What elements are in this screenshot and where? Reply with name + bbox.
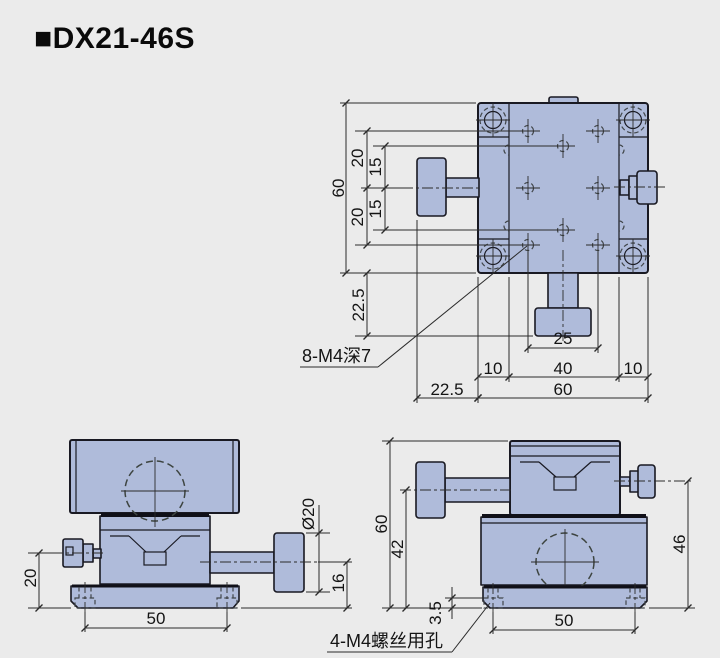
- dim-mid-span: 40: [554, 359, 573, 378]
- left-adjuster-shaft: [92, 548, 102, 559]
- dovetail-mark: [100, 529, 210, 566]
- drive-shaft: [209, 551, 275, 574]
- dim-right-axis-height: 46: [670, 535, 689, 554]
- dim-inset-left: 10: [484, 359, 503, 378]
- left-knob: [416, 157, 447, 217]
- upper-block: [509, 440, 621, 516]
- right-knob: [636, 170, 658, 205]
- base-plate: [482, 586, 648, 609]
- dim-counterbore-depth: 3.5: [426, 601, 445, 625]
- drive-knob: [273, 532, 305, 593]
- label-m4-holes: 8-M4深7: [302, 346, 371, 366]
- dim-hole-spacing: 50: [147, 609, 166, 628]
- top-view-dimension-lines: [342, 99, 652, 402]
- dim-total-height: 60: [372, 515, 391, 534]
- top-view: 60 20 15 15 20 22.5 25 10 40 10 60 22.5 …: [300, 96, 666, 403]
- dim-row20-bottom: 20: [348, 208, 367, 227]
- base-hole-hidden: [625, 583, 646, 614]
- front-view: 20 50 Ø20 16: [21, 439, 352, 632]
- left-knob-shaft: [445, 177, 480, 198]
- dim-total-height: 60: [329, 179, 348, 198]
- dim-hole-spacing: 50: [555, 611, 574, 630]
- m4-holes: [516, 119, 610, 257]
- base-plate: [70, 585, 240, 609]
- dim-axis-height: 16: [329, 574, 348, 593]
- dovetail-mark: [510, 455, 620, 491]
- right-knob-stem: [619, 179, 630, 196]
- base-hole-hidden: [74, 582, 96, 613]
- lower-block: [480, 516, 648, 586]
- top-view-extension-lines: [340, 102, 649, 403]
- right-adjuster-knob: [637, 464, 656, 499]
- dim-knob-diameter: Ø20: [299, 498, 318, 530]
- corner-hole: [616, 103, 650, 137]
- corner-hole: [476, 103, 510, 137]
- base-hole-hidden: [216, 582, 238, 613]
- dim-inset-right: 10: [624, 359, 643, 378]
- label-mount-holes: 4-M4螺丝用孔: [330, 631, 443, 651]
- dim-axis-to-base: 20: [21, 569, 40, 588]
- top-plate: [69, 439, 240, 514]
- side-view: 60 42 46 3.5 50 4-M4螺丝用孔: [327, 437, 695, 653]
- dim-left-axis-height: 42: [388, 540, 407, 559]
- corner-hole: [616, 239, 650, 273]
- dim-total-width: 60: [554, 380, 573, 399]
- dim-row15-top: 15: [366, 158, 385, 177]
- dim-hole-cols: 25: [554, 329, 573, 348]
- corner-hole: [476, 239, 510, 273]
- dim-knob-offset-h: 22.5: [430, 380, 463, 399]
- dim-row20-top: 20: [348, 149, 367, 168]
- dim-knob-offset-v: 22.5: [349, 288, 368, 321]
- base-hole-hidden: [483, 583, 504, 614]
- page-title: ■DX21-46S: [34, 22, 196, 55]
- right-adjuster-shaft: [619, 476, 631, 487]
- dim-row15-bottom: 15: [366, 200, 385, 219]
